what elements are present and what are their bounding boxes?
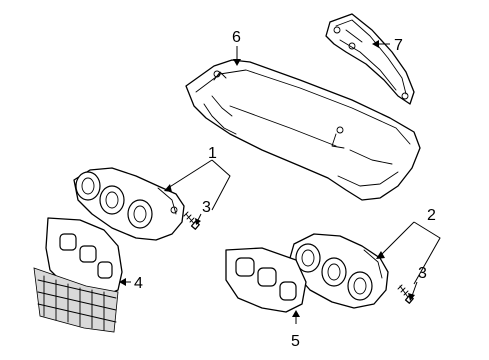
callout-2: 2 <box>427 207 436 224</box>
callout-3a: 3 <box>202 199 211 216</box>
callout-6: 6 <box>232 29 241 46</box>
callout-3b: 3 <box>418 265 427 282</box>
heat-shield-part-6 <box>185 59 421 201</box>
leader-lines <box>119 40 441 324</box>
callout-1: 1 <box>208 145 217 162</box>
callout-4: 4 <box>134 275 143 292</box>
callout-5: 5 <box>291 333 300 350</box>
bracket-part-7 <box>325 13 415 105</box>
callout-7: 7 <box>394 37 403 54</box>
exhaust-manifold-part-1 <box>73 167 185 241</box>
exhaust-manifold-part-2 <box>289 233 389 309</box>
gasket-part-4 <box>33 217 123 333</box>
gasket-part-5 <box>225 247 307 313</box>
